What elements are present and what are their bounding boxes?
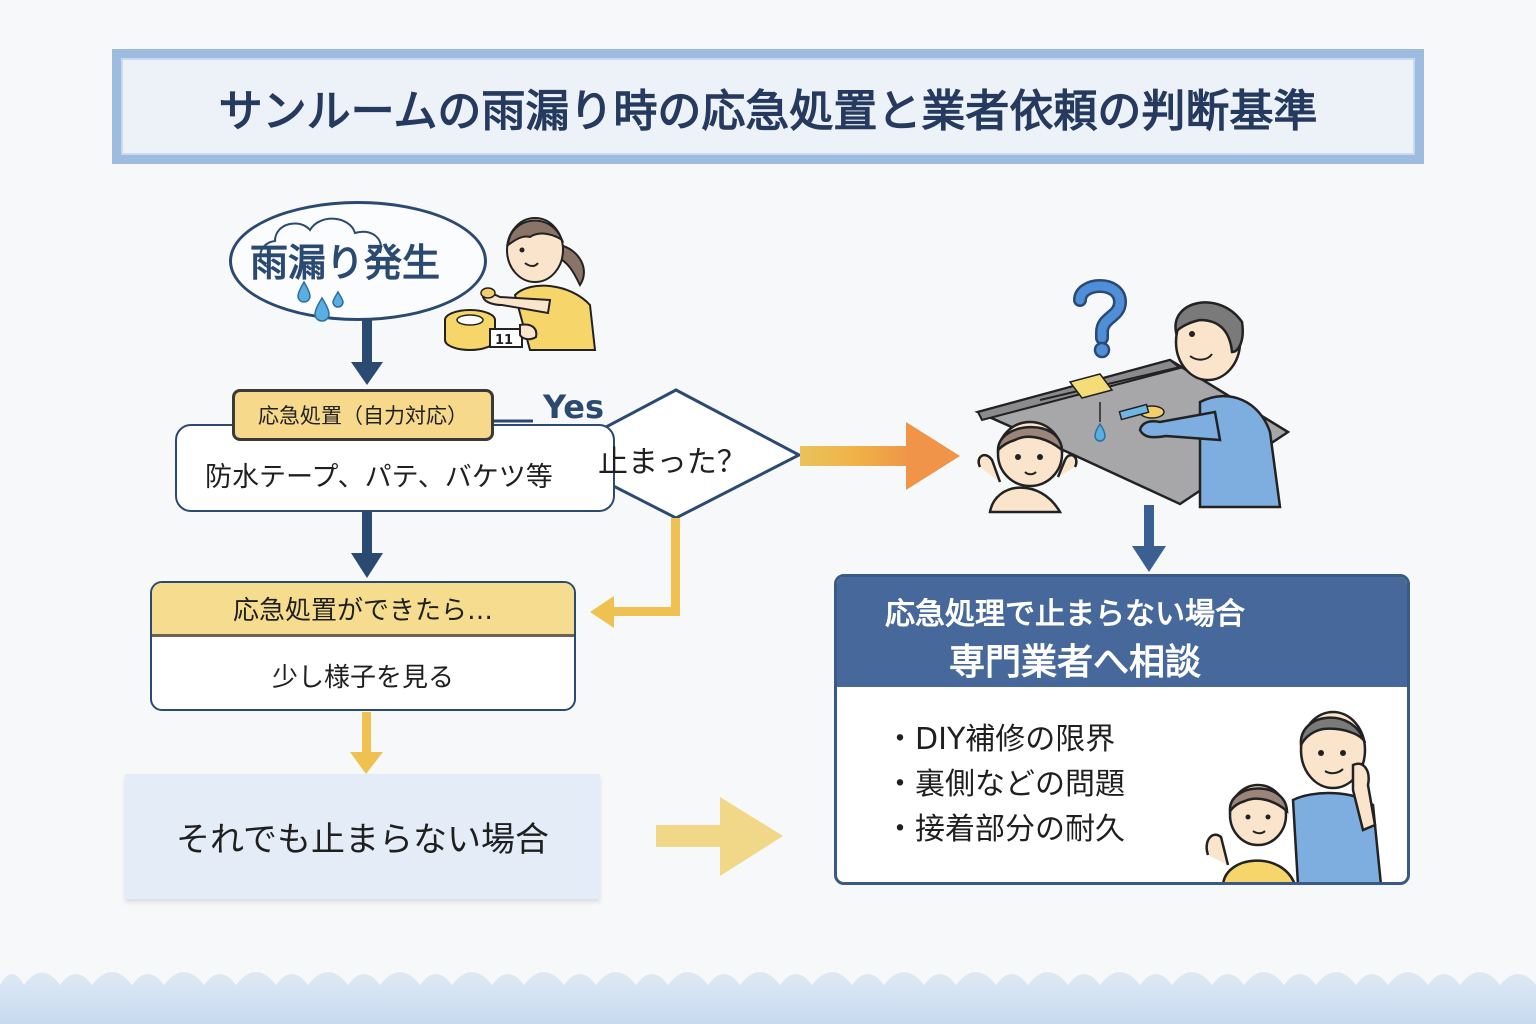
arrow-fallback-to-professional bbox=[656, 797, 783, 876]
fallback-box: それでも止まらない場合 bbox=[125, 774, 600, 899]
page-title: サンルームの雨漏り時の応急処置と業者依頼の判断基準 bbox=[218, 85, 1318, 137]
professional-header: 応急処理で止まらない場合 専門業者へ相談 bbox=[837, 577, 1407, 687]
start-label: 雨漏り発生 bbox=[250, 241, 441, 285]
arrow-no-to-after bbox=[590, 518, 680, 628]
professional-consult-box: 応急処理で止まらない場合 専門業者へ相談 ・DIY補修の限界 ・裏側などの問題 … bbox=[834, 574, 1410, 885]
professional-header-action: 専門業者へ相談 bbox=[949, 642, 1202, 683]
professional-reasons-list: ・DIY補修の限界 ・裏側などの問題 ・接着部分の耐久 bbox=[885, 717, 1125, 852]
after-emergency-body: 少し様子を見る bbox=[271, 662, 454, 693]
title-banner: サンルームの雨漏り時の応急処置と業者依頼の判断基準 bbox=[112, 49, 1424, 164]
father-child-phone-illustration bbox=[1205, 710, 1382, 882]
arrow-emergency-to-after bbox=[351, 512, 383, 578]
professional-header-condition: 応急処理で止まらない場合 bbox=[885, 597, 1245, 632]
decision-question: 止まった？ bbox=[598, 445, 747, 480]
after-emergency-box: 応急処置ができたら… 少し様子を見る bbox=[150, 581, 576, 711]
yes-label: Yes bbox=[543, 388, 604, 426]
start-oval bbox=[229, 201, 487, 321]
arrow-start-to-emergency bbox=[351, 320, 383, 385]
arrow-after-to-fallback bbox=[350, 712, 383, 774]
question-mark-icon bbox=[1073, 279, 1128, 359]
arrow-illustration-to-professional bbox=[1132, 505, 1166, 572]
reason-item: ・DIY補修の限界 bbox=[885, 722, 1116, 757]
reason-item: ・接着部分の耐久 bbox=[885, 812, 1125, 847]
emergency-label: 応急処置（自力対応） bbox=[232, 389, 494, 441]
water-drops-icon bbox=[297, 280, 344, 322]
cloud-wave-footer bbox=[0, 972, 1536, 1024]
emergency-items: 防水テープ、パテ、バケツ等 bbox=[205, 462, 553, 493]
father-repair-illustration bbox=[974, 279, 1290, 514]
child-figure bbox=[977, 420, 1078, 514]
arrow-yes-to-right bbox=[800, 422, 960, 490]
after-emergency-header: 応急処置ができたら… bbox=[152, 583, 574, 637]
reason-item: ・裏側などの問題 bbox=[885, 767, 1125, 802]
tape-roll-label: 11 bbox=[495, 333, 513, 348]
woman-taping-illustration: 11 bbox=[444, 217, 597, 351]
cloud-outline-icon bbox=[259, 217, 382, 269]
